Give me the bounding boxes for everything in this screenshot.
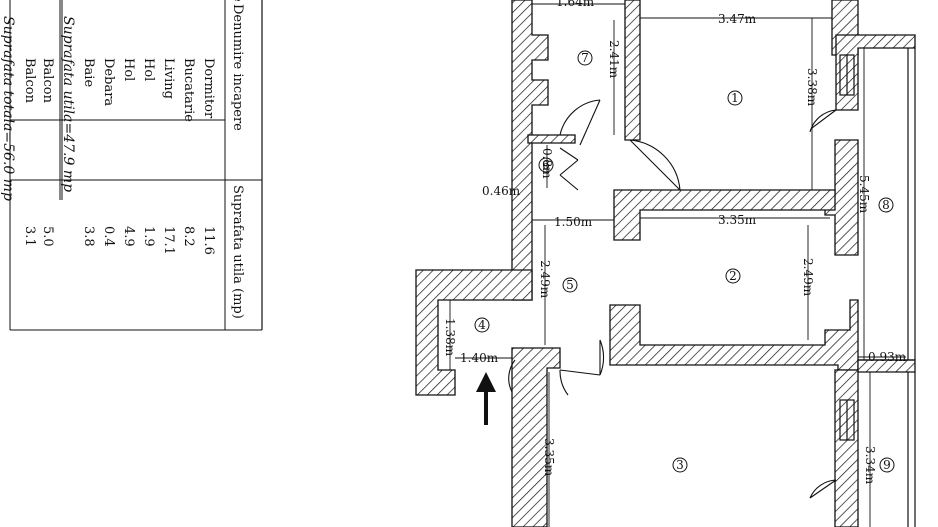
table-row-name: Bucatarie <box>181 58 196 122</box>
room-marker-5: 5 <box>562 277 578 293</box>
room-table: Denumire incapere Suprafata utila (mp) D… <box>0 0 263 331</box>
walls <box>415 0 916 527</box>
grand-total: Suprafata totala=56.0 mp <box>0 16 16 201</box>
room-number: 5 <box>566 278 574 292</box>
useful-area-total: Suprafata utila=47.9 mp <box>60 16 76 192</box>
table-row-area: 8.2 <box>181 226 196 247</box>
table-row-area: 3.8 <box>81 226 96 247</box>
table-row-area: 17.1 <box>161 226 176 255</box>
table-row-name: Living <box>161 58 176 99</box>
doors <box>508 99 837 499</box>
room-marker-8: 8 <box>878 197 894 213</box>
dim-label: 1.40m <box>460 351 499 365</box>
dimension-lines <box>449 3 906 527</box>
dim-label: 1.50m <box>554 215 593 229</box>
table-row-area: 3.1 <box>22 226 37 247</box>
room-number: 2 <box>729 269 737 283</box>
room-number: 1 <box>731 91 739 105</box>
table-row-name: Balcon <box>22 58 37 104</box>
wall-7-1 <box>624 0 641 141</box>
dim-label: 3.35m <box>542 438 556 477</box>
dim-label: 3.47m <box>718 12 757 26</box>
dim-label: 5.45m <box>857 175 871 214</box>
room-number: 7 <box>581 51 589 65</box>
room-marker-1: 1 <box>727 90 743 106</box>
table-row-area: 5.0 <box>40 226 55 247</box>
table-edge-letter: e <box>230 0 245 2</box>
room-number: 4 <box>478 318 486 332</box>
wall-entry-alcove <box>415 269 533 396</box>
table-row-area: 1.9 <box>141 226 156 247</box>
table-row-area: 4.9 <box>121 226 136 247</box>
wall-right-lower <box>834 369 859 527</box>
table-row-name: Hol <box>121 58 136 81</box>
room-marker-2: 2 <box>725 268 741 284</box>
wall-right-1 <box>835 34 916 111</box>
dim-label: 2.49m <box>538 260 552 299</box>
entry-arrow-icon <box>476 372 496 425</box>
balcony-outlines <box>858 48 916 527</box>
room-marker-6: 6 <box>538 157 554 173</box>
table-row-name: Dormitor <box>201 58 216 119</box>
table-row-name: Hol <box>141 58 156 81</box>
room-marker-9: 9 <box>879 457 895 473</box>
room-number: 3 <box>676 458 684 472</box>
wall-mid-upper <box>613 189 836 241</box>
room-marker-4: 4 <box>474 317 490 333</box>
windows <box>839 54 855 441</box>
room-markers: 1 2 3 4 5 6 7 8 9 <box>474 50 895 473</box>
table-header-area: Suprafata utila (mp) <box>230 185 245 319</box>
table-row-area: 11.6 <box>201 226 216 255</box>
wall-left-lower <box>511 347 561 527</box>
table-row-area: 0.4 <box>101 226 116 247</box>
table-header-name: Denumire incapere <box>230 4 245 131</box>
dim-label: 2.41m <box>607 40 621 79</box>
wall-mid-lower <box>609 299 859 371</box>
dim-label: 3.38m <box>805 68 819 107</box>
room-marker-7: 7 <box>577 50 593 66</box>
dim-label: 2.49m <box>801 258 815 297</box>
room-marker-3: 3 <box>672 457 688 473</box>
dim-label: 3.34m <box>863 446 877 485</box>
dimension-labels: 1.64m 3.47m 2.41m 3.38m 0.8m 0.46m 1.50m… <box>443 0 907 485</box>
table-row-name: Debara <box>101 58 116 106</box>
dim-label: 0.93m <box>868 350 907 364</box>
table-row-name: Baie <box>81 58 96 87</box>
table-row-name: Balcon <box>40 58 55 104</box>
dim-label: 1.38m <box>443 318 457 357</box>
room-number: 6 <box>542 158 550 172</box>
room-number: 8 <box>882 198 890 212</box>
wall-debara <box>527 134 576 144</box>
room-number: 9 <box>883 458 891 472</box>
dim-label: 1.64m <box>556 0 595 9</box>
dim-label: 3.35m <box>718 213 757 227</box>
dim-label: 0.46m <box>482 184 521 198</box>
